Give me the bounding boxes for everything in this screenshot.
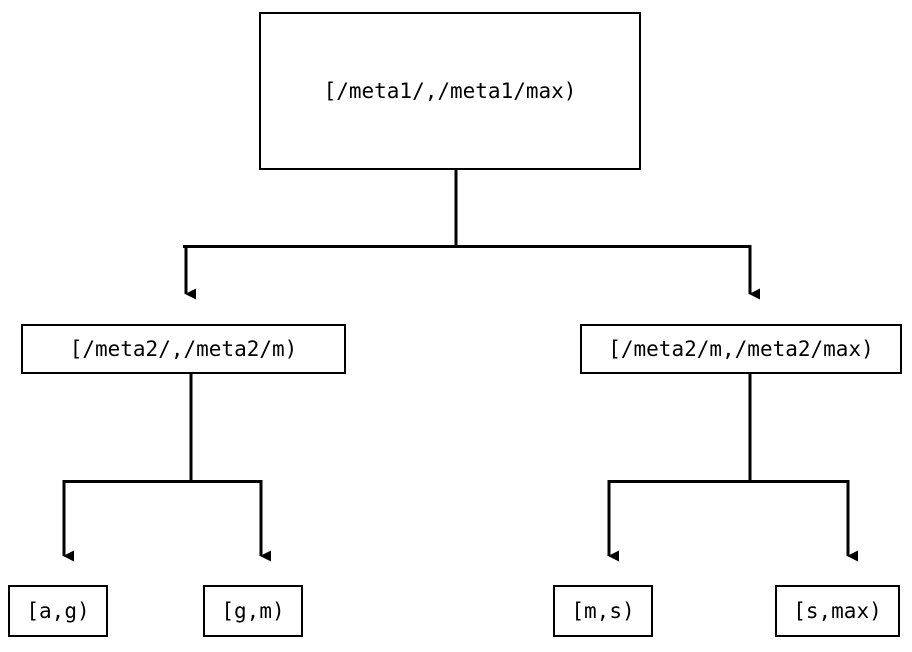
- node-leaf-g-m-label: [g,m): [221, 598, 285, 623]
- node-leaf-s-max[interactable]: [s,max): [775, 585, 900, 637]
- node-leaf-g-m[interactable]: [g,m): [203, 585, 303, 637]
- node-meta2-low-label: [/meta2/,/meta2/m): [69, 336, 298, 361]
- edge-meta2-low-to-leaves-group: [62, 374, 271, 562]
- node-meta2-high-label: [/meta2/m,/meta2/max): [608, 336, 874, 361]
- node-meta2-low[interactable]: [/meta2/,/meta2/m): [21, 324, 346, 374]
- node-leaf-a-g-label: [a,g): [26, 598, 90, 623]
- node-meta2-high[interactable]: [/meta2/m,/meta2/max): [580, 324, 902, 374]
- node-root-label: [/meta1/,/meta1/max): [323, 78, 577, 103]
- node-leaf-a-g[interactable]: [a,g): [8, 585, 108, 637]
- node-root[interactable]: [/meta1/,/meta1/max): [259, 12, 641, 170]
- node-leaf-s-max-label: [s,max): [793, 598, 882, 623]
- node-leaf-m-s[interactable]: [m,s): [553, 585, 653, 637]
- edge-root-to-meta2-group: [183, 170, 760, 300]
- node-leaf-m-s-label: [m,s): [571, 598, 635, 623]
- edge-meta2-high-to-leaves-group: [607, 374, 858, 562]
